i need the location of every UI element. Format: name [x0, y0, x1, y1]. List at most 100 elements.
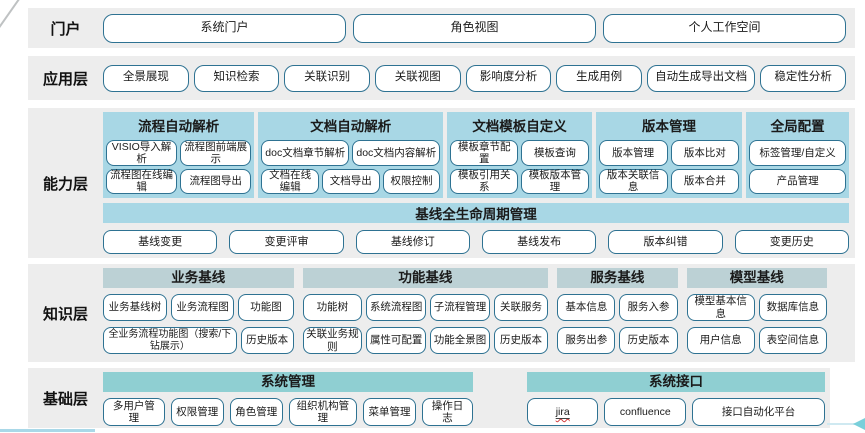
app-node: 自动生成导出文档	[646, 64, 756, 92]
fd-node: 权限管理	[170, 398, 224, 427]
layer-knowledge: 知识层 业务基线 业务基线树 业务流程图 功能图 全业务流程功能图（搜索/下钻展…	[28, 264, 855, 362]
app-node: 生成用例	[556, 64, 642, 92]
foundation-groups: 系统管理 多用户管理 权限管理 角色管理 组织机构管理 菜单管理 操作日志 系统…	[103, 372, 830, 427]
baseline-items: 基线变更 变更评审 基线修订 基线发布 版本纠错 变更历史	[103, 230, 849, 254]
kn-row: 功能树 系统流程图 子流程管理 关联服务	[302, 294, 549, 321]
cap-node: 标签管理/自定义	[749, 140, 846, 166]
baseline-node: 基线变更	[103, 230, 218, 254]
cap-node: 模板版本管理	[521, 168, 589, 194]
portal-node-role-view: 角色视图	[353, 13, 596, 43]
cap-node: 流程图导出	[180, 168, 252, 194]
cap-node: 版本关联信息	[598, 168, 668, 194]
foundation-group-system-interface: 系统接口 jira confluence 接口自动化平台	[527, 372, 825, 427]
baseline-node: 版本纠错	[608, 230, 723, 254]
portal-node-system-portal: 系统门户	[103, 13, 346, 43]
cap-node: 产品管理	[749, 168, 846, 194]
layer-application: 应用层 全景展现 知识检索 关联识别 关联视图 影响度分析 生成用例 自动生成导…	[28, 56, 855, 100]
capability-group-doc-auto-parse: 文档自动解析 doc文档章节解析 doc文档内容解析 文档在线编辑 文档导出 权…	[258, 112, 444, 198]
kn-header-service-baseline: 服务基线	[557, 268, 678, 288]
cap-header-process-auto-parse: 流程自动解析	[138, 119, 220, 134]
application-items: 全景展现 知识检索 关联识别 关联视图 影响度分析 生成用例 自动生成导出文档 …	[103, 56, 855, 100]
cap-row: 版本管理 版本比对	[598, 140, 740, 166]
kn-node: 关联业务规则	[302, 327, 363, 354]
knowledge-group-business-baseline: 业务基线 业务基线树 业务流程图 功能图 全业务流程功能图（搜索/下钻展示） 历…	[103, 268, 294, 354]
app-node: 全景展现	[103, 64, 189, 92]
cap-node: 权限控制	[382, 168, 441, 194]
fd-node: 角色管理	[229, 398, 283, 427]
cap-header-version-mgmt: 版本管理	[641, 119, 696, 134]
baseline-node: 基线修订	[355, 230, 470, 254]
cap-row: 模板章节配置 模板查询	[450, 140, 589, 166]
layer-label-application: 应用层	[42, 70, 88, 88]
fd-header-system-interface: 系统接口	[527, 372, 825, 392]
layer-label-foundation: 基础层	[42, 390, 88, 408]
kn-node: 基本信息	[557, 294, 616, 321]
cap-row: 版本关联信息 版本合并	[598, 168, 740, 194]
knowledge-group-function-baseline: 功能基线 功能树 系统流程图 子流程管理 关联服务 关联业务规则 属性可配置 功…	[302, 268, 549, 354]
cap-node: 文档在线编辑	[261, 168, 319, 194]
app-node: 关联视图	[374, 64, 461, 92]
layer-label-portal: 门户	[50, 20, 81, 38]
kn-header-business-baseline: 业务基线	[103, 268, 294, 288]
fd-node: 操作日志	[422, 398, 473, 427]
cap-node: 模板引用关系	[450, 168, 519, 194]
knowledge-group-service-baseline: 服务基线 基本信息 服务入参 服务出参 历史版本	[557, 268, 678, 354]
cap-row: 文档在线编辑 文档导出 权限控制	[261, 168, 441, 194]
kn-header-function-baseline: 功能基线	[302, 268, 549, 288]
confluence-node: confluence	[604, 398, 687, 427]
cap-header-doc-auto-parse: 文档自动解析	[310, 119, 392, 134]
layer-portal: 门户 系统门户 角色视图 个人工作空间	[28, 8, 855, 48]
arrow-tail-line	[827, 423, 857, 425]
spellcheck-wavy-underline: jira	[555, 406, 570, 419]
capability-group-doc-template-custom: 文档模板自定义 模板章节配置 模板查询 模板引用关系 模板版本管理	[447, 112, 592, 198]
cap-node: 版本比对	[670, 140, 740, 166]
capability-group-global-config: 全局配置 标签管理/自定义 产品管理	[746, 112, 849, 198]
layer-capability: 能力层 流程自动解析 VISIO导入解析 流程图前端展示 流程图在线编辑 流程图…	[28, 108, 855, 258]
kn-row: 关联业务规则 属性可配置 功能全景图 历史版本	[302, 327, 549, 354]
baseline-node: 变更评审	[229, 230, 344, 254]
kn-node: 功能树	[302, 294, 363, 321]
kn-row: 模型基本信息 数据库信息	[686, 294, 827, 321]
kn-node: 子流程管理	[430, 294, 490, 321]
cap-header-global-config: 全局配置	[770, 119, 825, 134]
kn-node: 表空间信息	[758, 327, 827, 354]
cap-node: 流程图在线编辑	[106, 168, 178, 194]
kn-node: 系统流程图	[366, 294, 427, 321]
cap-row: 产品管理	[749, 168, 846, 194]
cap-row: doc文档章节解析 doc文档内容解析	[261, 140, 441, 166]
cap-row: 流程图在线编辑 流程图导出	[106, 168, 252, 194]
kn-node: 关联服务	[493, 294, 549, 321]
cap-row: VISIO导入解析 流程图前端展示	[106, 140, 252, 166]
corner-decoration-line	[0, 0, 22, 29]
kn-node: 历史版本	[240, 327, 294, 354]
kn-node: 模型基本信息	[686, 294, 755, 321]
portal-node-personal-workspace: 个人工作空间	[603, 13, 846, 43]
kn-node: 服务入参	[619, 294, 678, 321]
left-arrow-icon	[853, 418, 865, 430]
cap-node: 版本合并	[670, 168, 740, 194]
cap-node: 文档导出	[321, 168, 380, 194]
capability-groups: 流程自动解析 VISIO导入解析 流程图前端展示 流程图在线编辑 流程图导出 文…	[103, 112, 849, 198]
accent-underline	[0, 429, 95, 432]
knowledge-group-model-baseline: 模型基线 模型基本信息 数据库信息 用户信息 表空间信息	[686, 268, 827, 354]
cap-node: doc文档内容解析	[352, 140, 441, 166]
baseline-node: 基线发布	[481, 230, 597, 254]
cap-header-doc-template-custom: 文档模板自定义	[472, 119, 567, 134]
kn-header-model-baseline: 模型基线	[686, 268, 827, 288]
kn-node: 数据库信息	[758, 294, 827, 321]
layer-foundation: 基础层 系统管理 多用户管理 权限管理 角色管理 组织机构管理 菜单管理 操作日…	[28, 368, 830, 428]
app-node: 关联识别	[284, 64, 370, 92]
fd-row: jira confluence 接口自动化平台	[527, 398, 825, 427]
kn-node: 属性可配置	[366, 327, 427, 354]
app-node: 知识检索	[193, 64, 280, 92]
kn-node: 业务基线树	[103, 294, 167, 321]
app-node: 稳定性分析	[760, 64, 846, 92]
layer-label-capability: 能力层	[42, 175, 88, 193]
knowledge-content: 业务基线 业务基线树 业务流程图 功能图 全业务流程功能图（搜索/下钻展示） 历…	[103, 264, 855, 362]
cap-row: 模板引用关系 模板版本管理	[450, 168, 589, 194]
foundation-group-system-mgmt: 系统管理 多用户管理 权限管理 角色管理 组织机构管理 菜单管理 操作日志	[103, 372, 473, 427]
baseline-lifecycle-banner: 基线全生命周期管理	[103, 203, 849, 223]
kn-node: 业务流程图	[170, 294, 235, 321]
fd-node: 组织机构管理	[288, 398, 357, 427]
